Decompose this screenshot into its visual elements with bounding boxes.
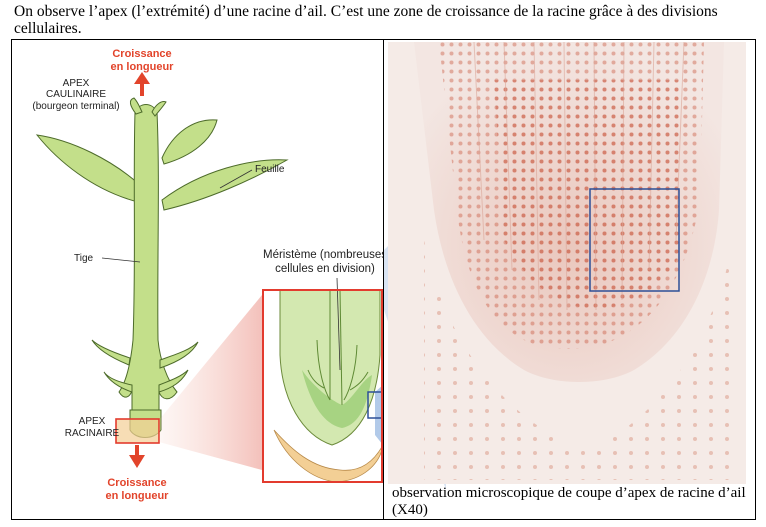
growth-arrow-top bbox=[134, 72, 150, 96]
growth-label-bottom-1: Croissance bbox=[107, 477, 166, 489]
plant-body bbox=[35, 104, 289, 438]
left-leaf bbox=[35, 134, 141, 203]
plant-diagram-panel: Croissance en longueur APEX CAULINAIRE (… bbox=[12, 40, 387, 519]
feuille-label: Feuille bbox=[255, 164, 285, 175]
panel-divider bbox=[383, 39, 384, 520]
right-leaf bbox=[161, 159, 289, 211]
tige-label: Tige bbox=[74, 253, 94, 264]
apex-caulinaire-label-3: (bourgeon terminal) bbox=[32, 101, 119, 112]
growth-label-top-1: Croissance bbox=[112, 48, 171, 60]
side-root-3 bbox=[103, 371, 133, 393]
growth-arrow-bottom bbox=[129, 445, 145, 468]
apex-caulinaire-label-1: APEX bbox=[63, 78, 90, 89]
growth-label-top-2: en longueur bbox=[111, 61, 175, 73]
meristeme-label-1: Méristème (nombreuses bbox=[263, 249, 383, 261]
side-root-2 bbox=[159, 341, 199, 369]
stem bbox=[118, 104, 178, 413]
meristeme-label-2: cellules en division) bbox=[275, 263, 375, 275]
root-cap-small bbox=[116, 419, 159, 443]
small-leaf bbox=[161, 119, 218, 165]
micrograph-zoom-box bbox=[589, 188, 680, 292]
enlarged-root-tip-box bbox=[262, 289, 383, 483]
growth-label-bottom-2: en longueur bbox=[106, 490, 170, 502]
intro-text: On observe l’apex (l’extrémité) d’une ra… bbox=[14, 3, 718, 37]
micrograph-panel bbox=[384, 40, 755, 519]
enlarged-root-tip bbox=[263, 277, 387, 483]
plant-diagram: Croissance en longueur APEX CAULINAIRE (… bbox=[32, 48, 387, 502]
side-root-4 bbox=[158, 369, 189, 393]
micrograph-caption: observation microscopique de coupe d’ape… bbox=[392, 485, 746, 518]
apex-racinaire-label-1: APEX bbox=[79, 416, 106, 427]
apex-racinaire-label-2: RACINAIRE bbox=[65, 428, 120, 439]
apex-caulinaire-label-2: CAULINAIRE bbox=[46, 89, 106, 100]
apex-tip bbox=[129, 97, 167, 117]
side-root-1 bbox=[91, 339, 131, 366]
micrograph-image bbox=[384, 41, 746, 490]
zoom-fan-red bbox=[159, 295, 262, 470]
